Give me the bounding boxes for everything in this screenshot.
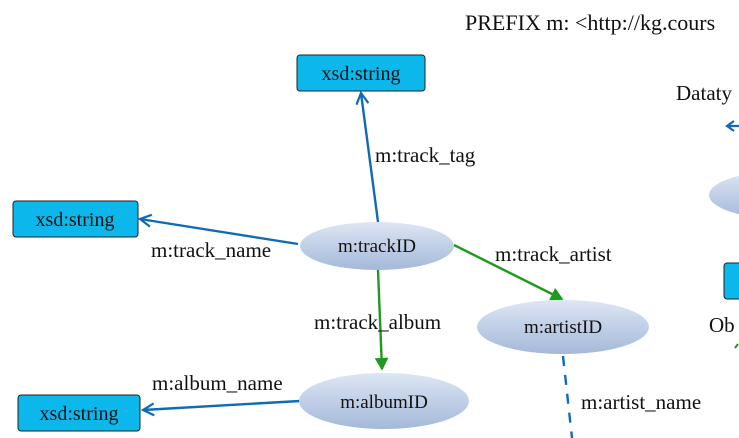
legend-object-arrow: [734, 343, 739, 349]
legend-object-label: Ob: [709, 313, 735, 337]
node-artist-label: m:artistID: [524, 317, 602, 338]
edge-track-tag: [361, 93, 380, 223]
node-track: [300, 222, 454, 270]
edge-album-name: [143, 399, 301, 410]
node-artist: [477, 300, 649, 354]
edge-track-artist: [453, 243, 564, 301]
edge-label-track-artist: m:track_artist: [495, 242, 612, 266]
legend-datatype-arrow: [725, 120, 739, 132]
literal-tag-type: xsd:string: [322, 63, 401, 85]
edge-artist-name: [561, 355, 574, 438]
edge-track-album: [374, 269, 389, 371]
literal-box-tag: [296, 54, 426, 92]
literal-box-track-name: [12, 200, 139, 238]
edge-label-album-name: m:album_name: [152, 371, 283, 395]
edge-label-artist-name: m:artist_name: [581, 390, 701, 414]
node-track-label: m:trackID: [338, 236, 416, 257]
edge-track-name: [140, 219, 299, 246]
literal-album-name-type: xsd:string: [40, 403, 119, 425]
legend-datatype-label: Dataty: [676, 81, 732, 105]
literal-name-type: xsd:string: [36, 209, 115, 231]
edge-label-track-tag: m:track_tag: [375, 143, 476, 167]
node-album-label: m:albumID: [340, 392, 428, 413]
edge-label-track-name: m:track_name: [151, 238, 271, 262]
legend-literal-box: [723, 262, 739, 300]
node-album: [299, 373, 469, 429]
edge-label-track-album: m:track_album: [314, 310, 441, 334]
literal-box-album-name: [17, 394, 141, 432]
prefix-declaration: PREFIX m: <http://kg.cours: [465, 10, 715, 35]
legend-class-node: [709, 175, 739, 215]
